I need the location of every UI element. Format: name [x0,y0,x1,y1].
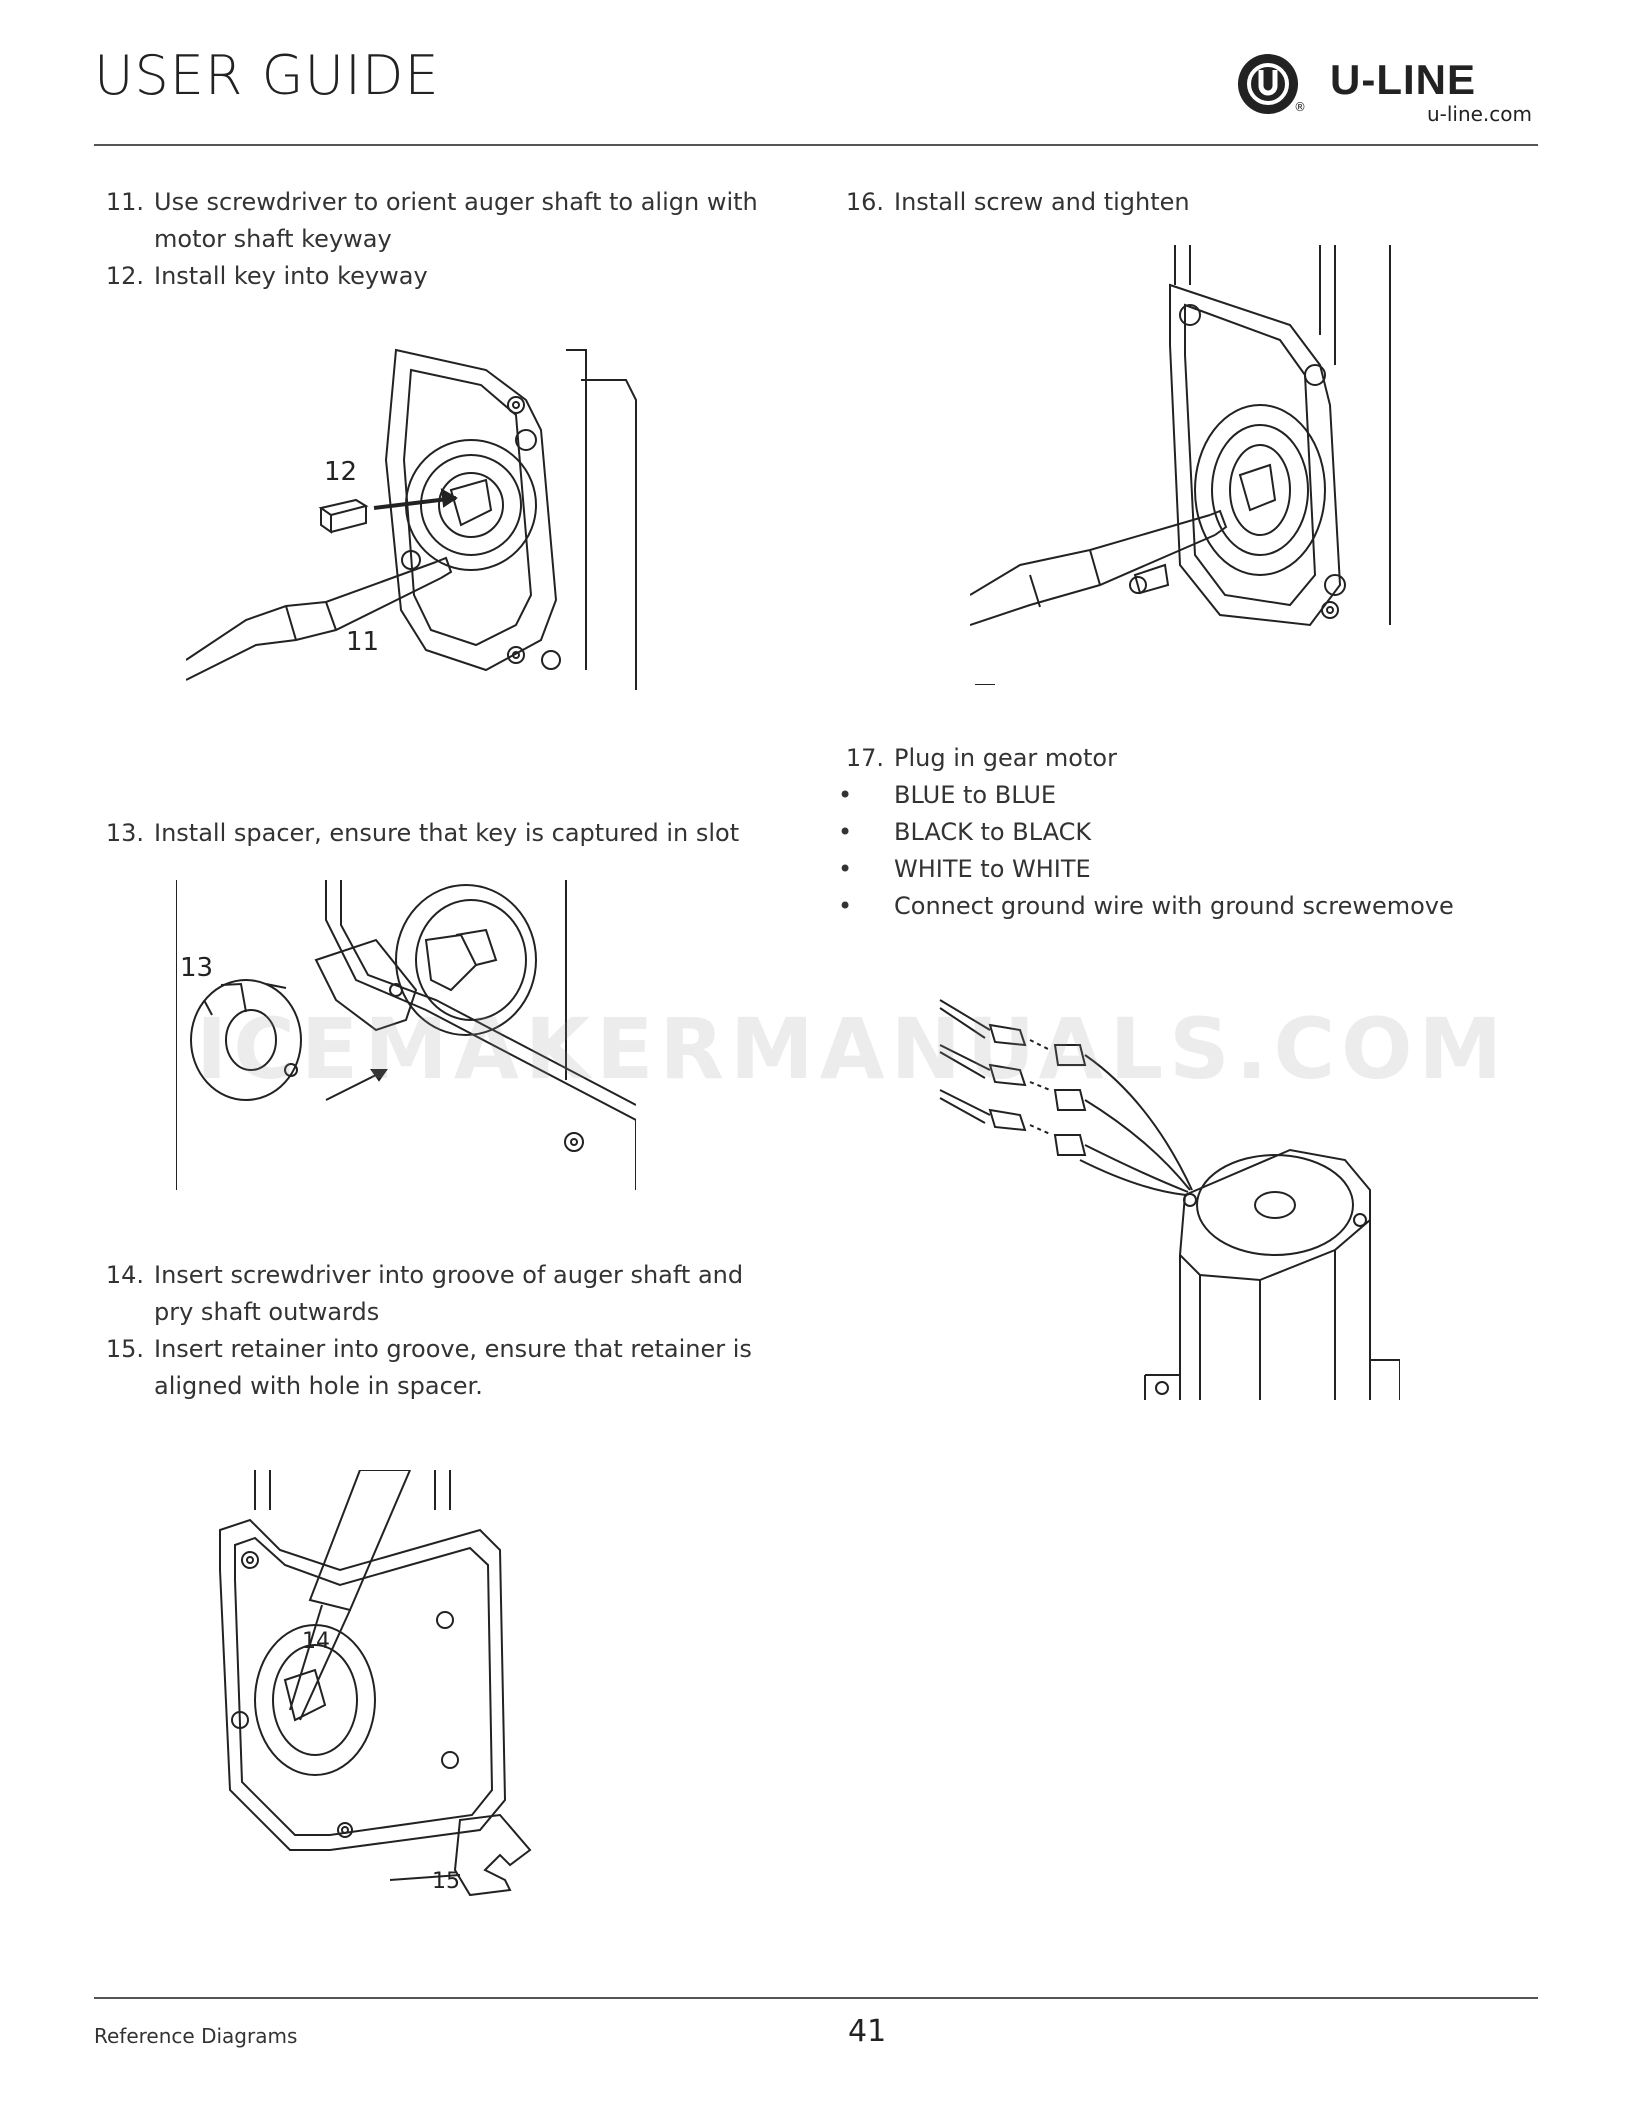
steps-list-11-12: 11.Use screwdriver to orient auger shaft… [94,184,774,295]
step-item: 13.Install spacer, ensure that key is ca… [105,819,740,847]
figure-screw-install [970,245,1400,685]
footer-divider [94,1997,1538,1999]
step-item: 17.Plug in gear motor [845,744,1117,772]
bullet-item: •WHITE to WHITE [838,855,1091,883]
watermark: ICEMAKERMANUALS.COM [196,1000,1509,1098]
page-title: USER GUIDE [94,44,440,107]
callout-11: 11 [346,627,379,657]
figure-retainer-install: 14 15 [210,1470,550,1910]
callout-15: 15 [432,1869,460,1894]
step-item: 16.Install screw and tighten [845,188,1190,216]
brand-name: U-LINE [1330,56,1476,103]
bullet-item: •BLACK to BLACK [838,818,1092,846]
figure-gear-motor-wiring [930,990,1400,1400]
step-item: 11.Use screwdriver to orient auger shaft… [105,188,758,253]
u-line-logo-icon [1238,54,1298,114]
steps-list-14-15: 14.Insert screwdriver into groove of aug… [94,1257,774,1405]
callout-12: 12 [324,457,357,487]
step-item: 15.Insert retainer into groove, ensure t… [105,1335,752,1400]
brand-url: u-line.com [1426,102,1532,126]
steps-list-16: 16.Install screw and tighten [834,184,1514,221]
step-item: 12.Install key into keyway [105,262,428,290]
brand-logo: ® U-LINE u-line.com [1232,50,1532,130]
footer-section: Reference Diagrams [94,2024,298,2048]
figure-spacer-install: 13 [176,880,636,1190]
callout-14: 14 [302,1629,330,1654]
registered-mark: ® [1294,100,1306,114]
figure-key-install: 12 11 [186,340,646,720]
steps-list-17: 17.Plug in gear motor •BLUE to BLUE •BLA… [834,740,1534,925]
bullet-item: •BLUE to BLUE [838,781,1057,809]
header-divider [94,144,1538,146]
callout-13: 13 [180,953,213,983]
bullet-item: •Connect ground wire with ground screwem… [838,892,1454,920]
step-item: 14.Insert screwdriver into groove of aug… [105,1261,744,1326]
steps-list-13: 13.Install spacer, ensure that key is ca… [94,815,774,852]
page-number: 41 [848,2014,887,2049]
